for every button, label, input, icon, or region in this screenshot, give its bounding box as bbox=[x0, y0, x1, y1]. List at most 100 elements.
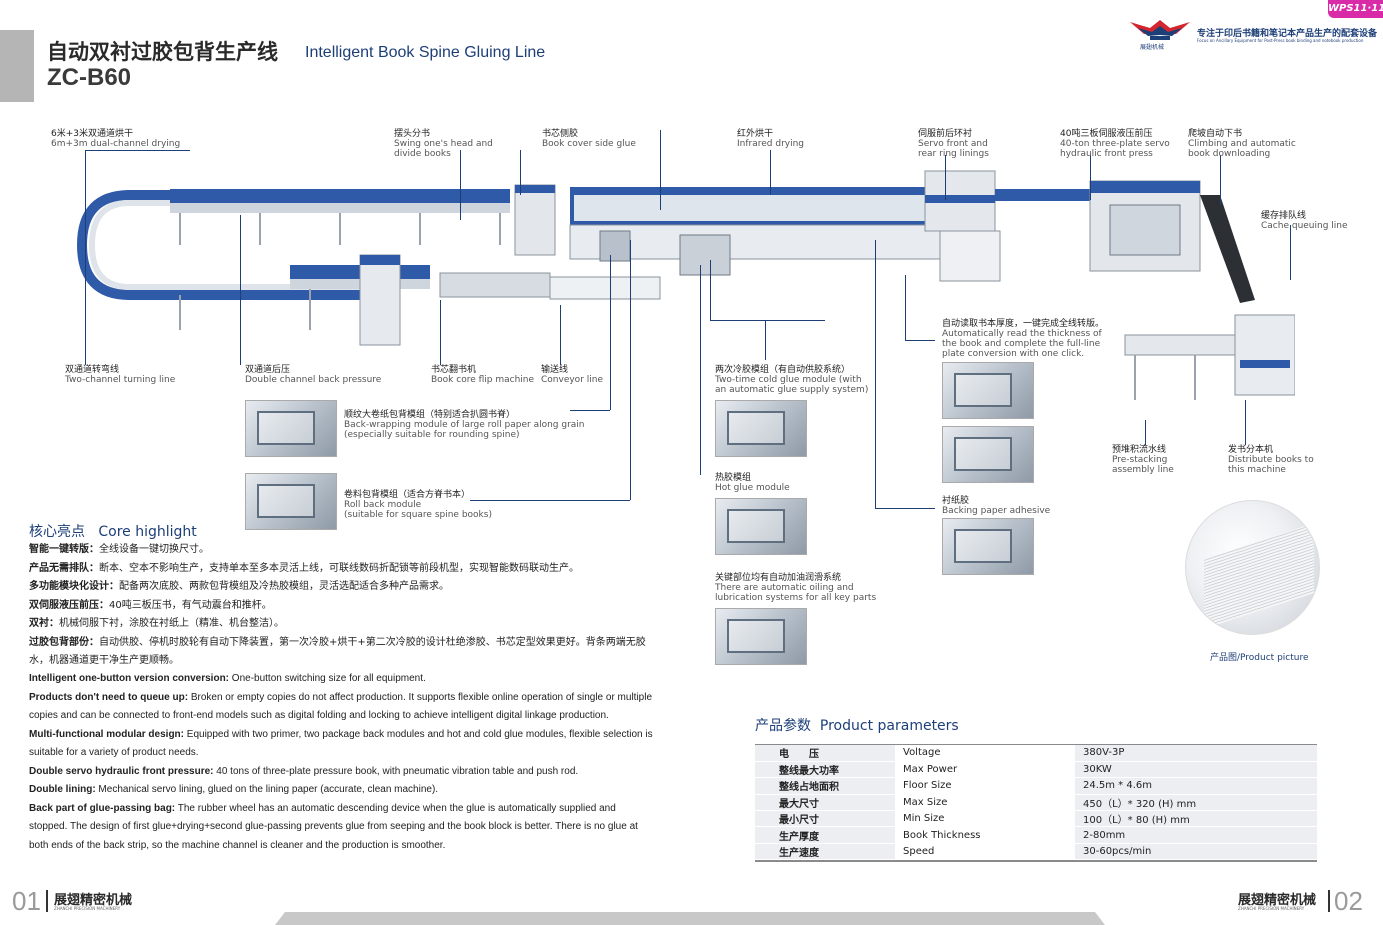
page-title-cn: 自动双衬过胶包背生产线 bbox=[47, 40, 278, 64]
param-en: Min Size bbox=[895, 810, 1075, 828]
thumb-cold-glue bbox=[715, 400, 807, 457]
leader-line bbox=[1090, 155, 1091, 200]
leader-line bbox=[765, 320, 766, 360]
footer-brand-left: 展翅精密机械 bbox=[54, 893, 133, 908]
highlight-item: Double lining: Mechanical servo lining, … bbox=[29, 784, 439, 795]
leader-line bbox=[710, 260, 711, 320]
footer-divider bbox=[46, 890, 48, 912]
core-heading: 核心亮点 Core highlight bbox=[29, 524, 197, 540]
leader-line bbox=[945, 155, 946, 200]
leader-line bbox=[630, 240, 631, 500]
header-gray-tab bbox=[0, 30, 34, 102]
footer-brand-en-right: ZHANCHI PRECISION MACHINERY bbox=[1238, 906, 1305, 911]
leader-line bbox=[700, 265, 701, 475]
production-line-illustration bbox=[76, 170, 1255, 346]
leader-line bbox=[440, 300, 441, 365]
product-picture bbox=[1185, 500, 1320, 635]
core-highlights-en: Intelligent one-button version conversio… bbox=[29, 670, 654, 855]
highlight-item: 智能一键转版：全线设备一键切换尺寸。 bbox=[29, 544, 209, 555]
core-highlights-cn: 智能一键转版：全线设备一键切换尺寸。 产品无需排队：断本、空本不影响生产，支持单… bbox=[29, 541, 654, 671]
thumb-control-screen bbox=[942, 426, 1034, 483]
param-en: Speed bbox=[895, 843, 1075, 861]
param-cn: 整线占地面积 bbox=[755, 777, 895, 795]
param-en: Book Thickness bbox=[895, 826, 1075, 844]
param-en: Max Size bbox=[895, 794, 1075, 812]
highlight-item: Products don't need to queue up: Broken … bbox=[29, 691, 653, 722]
highlight-item: 多功能模块化设计：配备两次底胶、两款包背模组及冷热胶模组，灵活选配适合多种产品需… bbox=[29, 581, 449, 592]
leader-line bbox=[1145, 420, 1146, 445]
thumb-lube bbox=[715, 608, 807, 665]
highlight-item: Back part of glue-passing bag: The rubbe… bbox=[29, 802, 638, 851]
thumb-thickness-reader bbox=[942, 362, 1034, 419]
highlight-item: 过胶包背部份：自动供胶、停机时胶轮有自动下降装置，第一次冷胶+烘干+第二次冷胶的… bbox=[29, 636, 646, 667]
slogan-cn: 专注于印后书籍和笔记本产品生产的配套设备 bbox=[1197, 29, 1378, 39]
label-roll: 卷料包背模组（适合方脊书本）Roll back module(suitable … bbox=[344, 490, 492, 520]
leader-line bbox=[875, 240, 876, 508]
leader-line bbox=[85, 150, 190, 151]
leader-line bbox=[905, 275, 906, 340]
param-value: 380V-3P bbox=[1075, 745, 1317, 762]
highlight-item: 双衬：机械伺服下衬，涂胶在衬纸上（精准、机台整洁）。 bbox=[29, 618, 284, 629]
highlight-item: Multi-functional modular design: Equippe… bbox=[29, 728, 653, 759]
label-cold-glue: 两次冷胶模组（有自动供胶系统）Two-time cold glue module… bbox=[715, 365, 869, 395]
param-value: 2-80mm bbox=[1075, 826, 1317, 844]
footer-brand-right: 展翅精密机械 bbox=[1238, 893, 1317, 908]
param-en: Floor Size bbox=[895, 777, 1075, 795]
page-title-en: Intelligent Book Spine Gluing Line bbox=[305, 44, 546, 61]
param-value: 30-60pcs/min bbox=[1075, 843, 1317, 861]
thumb-backing-glue bbox=[942, 518, 1034, 575]
param-cn: 生产速度 bbox=[755, 843, 895, 861]
product-caption: 产品图/Product picture bbox=[1210, 653, 1309, 663]
param-cn: 最大尺寸 bbox=[755, 794, 895, 812]
footer-brand-en-left: ZHANCHI PRECISION MACHINERY bbox=[54, 906, 121, 911]
distribute-machine-illustration bbox=[1124, 314, 1295, 400]
leader-line bbox=[460, 150, 461, 220]
bottom-decor-bar bbox=[275, 912, 1105, 925]
wps-badge: WPS11·11 bbox=[1328, 0, 1383, 18]
label-grain: 顺纹大卷纸包背模组（特别适合扒圆书脊）Back-wrapping module … bbox=[344, 410, 585, 440]
param-value: 30KW bbox=[1075, 761, 1317, 779]
highlight-item: Double servo hydraulic front pressure: 4… bbox=[29, 765, 579, 777]
logo-text: 展翅机械 bbox=[1140, 44, 1165, 51]
page-number-right: 02 bbox=[1334, 886, 1363, 916]
leader-line bbox=[560, 305, 561, 365]
leader-line bbox=[85, 150, 86, 365]
param-value: 450（L）* 320 (H) mm bbox=[1075, 794, 1317, 812]
leader-line bbox=[1220, 155, 1221, 205]
leader-line bbox=[875, 508, 935, 509]
leader-line bbox=[520, 150, 521, 195]
highlight-item: 双伺服液压前压：40吨三板压书，有气动震台和推杆。 bbox=[29, 599, 272, 611]
leader-line bbox=[240, 215, 241, 365]
param-en: Max Power bbox=[895, 761, 1075, 779]
model-number: ZC-B60 bbox=[47, 64, 132, 91]
params-heading: 产品参数 Product parameters bbox=[755, 718, 959, 734]
leader-line bbox=[1290, 225, 1291, 280]
highlight-item: 产品无需排队：断本、空本不影响生产，支持单本至多本灵活上线，可联线数码折配锁等前… bbox=[29, 562, 579, 574]
param-cn: 整线最大功率 bbox=[755, 761, 895, 779]
param-value: 24.5m * 4.6m bbox=[1075, 777, 1317, 795]
footer-divider bbox=[1328, 890, 1330, 912]
thumb-roll-module bbox=[245, 473, 337, 530]
leader-line bbox=[610, 255, 611, 410]
highlight-item: Intelligent one-button version conversio… bbox=[29, 673, 426, 684]
param-en: Voltage bbox=[895, 745, 1075, 762]
eagle-logo-icon bbox=[1130, 20, 1190, 40]
param-cn: 最小尺寸 bbox=[755, 810, 895, 828]
leader-line bbox=[905, 340, 935, 341]
